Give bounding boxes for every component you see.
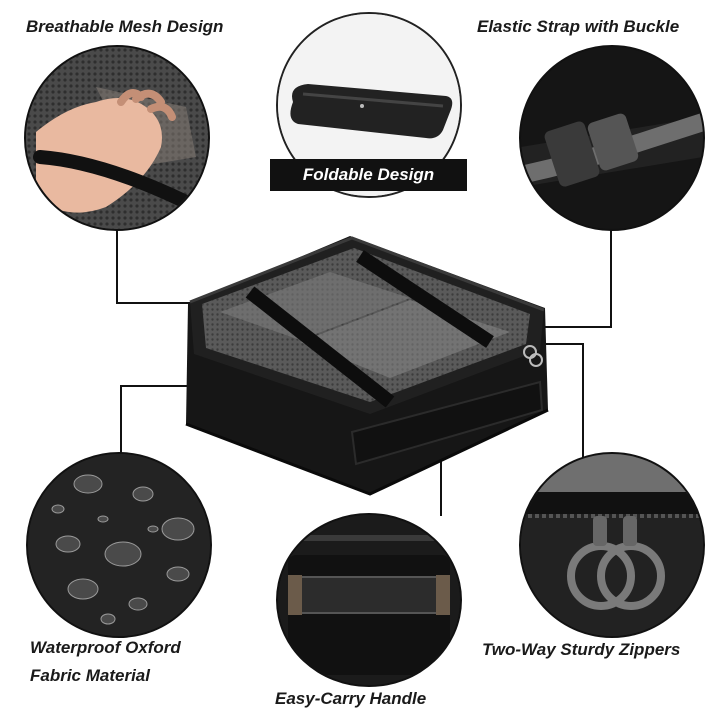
handle-photo-circle: [276, 513, 462, 687]
zipper-photo-circle: [519, 452, 705, 638]
zipper-connector-horizontal: [540, 343, 582, 345]
water-connector-vertical: [120, 385, 122, 455]
water-photo-circle: [26, 452, 212, 638]
mesh-connector-vertical: [116, 224, 118, 304]
water-connector-horizontal: [120, 385, 232, 387]
waterproof-feature-label-line1: Waterproof Oxford: [30, 638, 181, 657]
foldable-feature-label: Foldable Design: [270, 159, 467, 191]
waterproof-feature-label-line2: Fabric Material: [30, 666, 150, 685]
hand-holding-mesh-icon: [26, 47, 208, 229]
strap-photo-circle: [519, 45, 705, 231]
strap-buckle-icon: [521, 47, 703, 229]
water-droplets-icon: [28, 454, 210, 636]
handle-feature-label: Easy-Carry Handle: [275, 689, 427, 708]
mesh-photo-circle: [24, 45, 210, 231]
zipper-rings-icon: [521, 454, 703, 636]
zipper-feature-label: Two-Way Sturdy Zippers: [482, 640, 681, 659]
mesh-feature-label: Breathable Mesh Design: [26, 17, 224, 36]
handle-connector-vertical: [440, 440, 442, 516]
mesh-connector-horizontal: [116, 302, 256, 304]
zipper-connector-vertical: [582, 343, 584, 461]
strap-connector-vertical: [610, 224, 612, 328]
strap-feature-label: Elastic Strap with Buckle: [477, 17, 680, 36]
packing-cube-icon: [185, 236, 549, 496]
carry-handle-icon: [278, 515, 460, 685]
